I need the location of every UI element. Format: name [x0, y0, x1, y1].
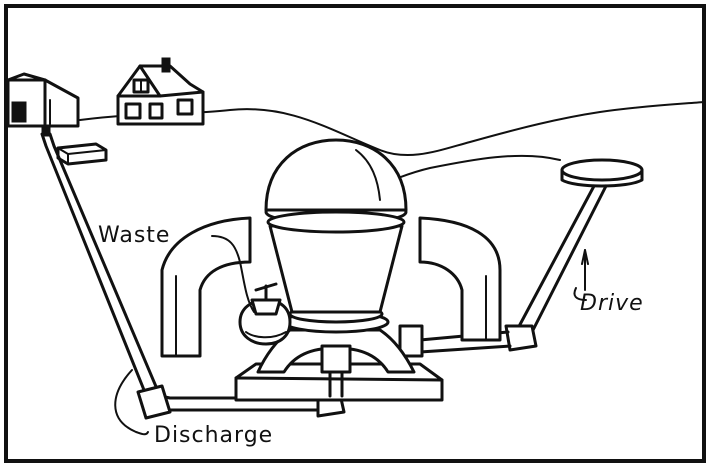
discharge-label: Discharge	[154, 423, 273, 448]
barn-building	[8, 74, 78, 126]
waste-label: Waste	[98, 223, 170, 248]
air-chamber	[266, 140, 406, 312]
drive-label: Drive	[580, 291, 644, 316]
storage-tank	[58, 144, 106, 164]
waste-valve	[240, 284, 290, 344]
farmhouse-building	[118, 58, 203, 124]
